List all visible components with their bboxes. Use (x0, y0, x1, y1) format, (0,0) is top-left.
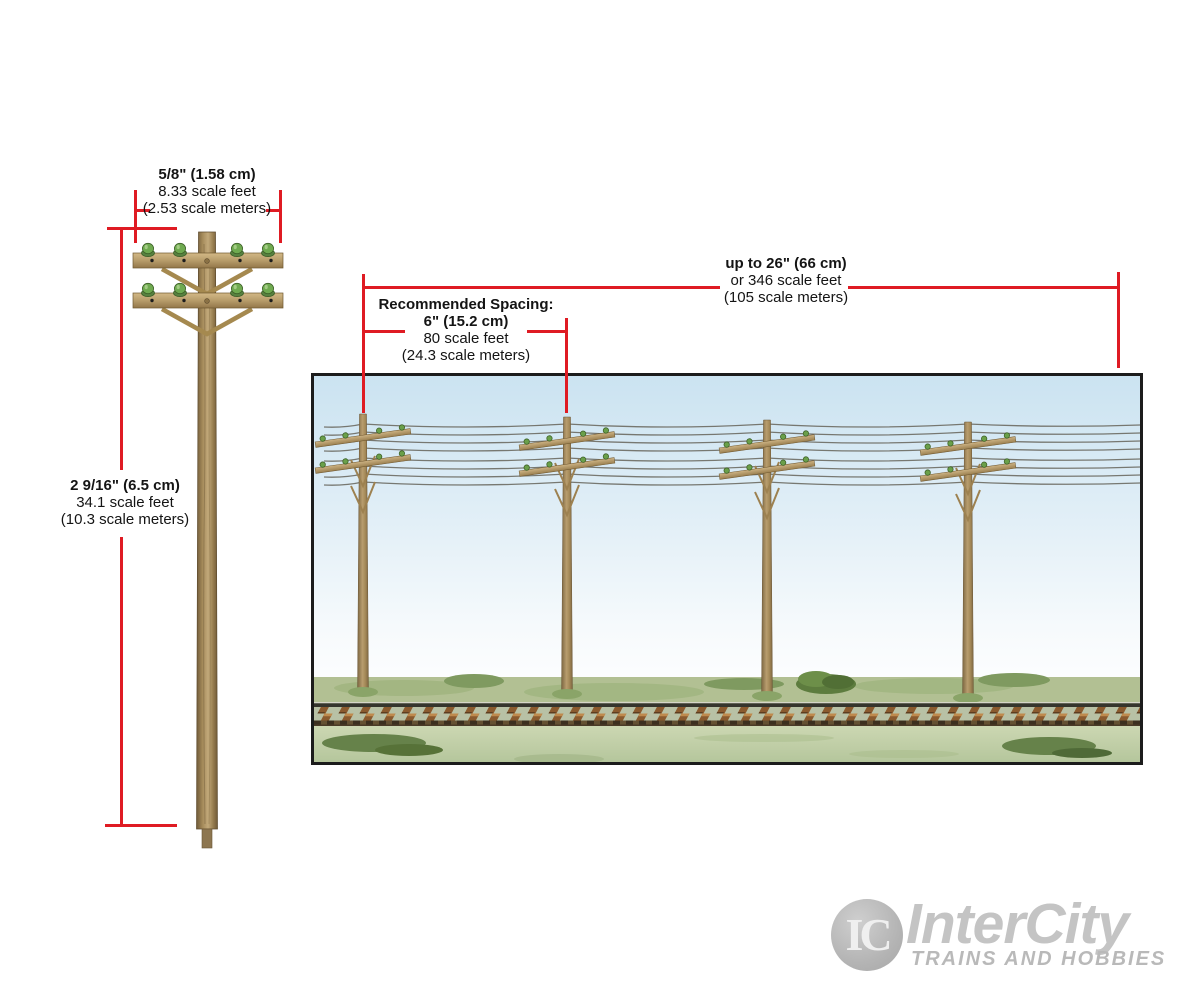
total-span-scale-meters: (105 scale meters) (723, 289, 849, 306)
total-span-inches: up to 26" (66 cm) (725, 255, 847, 272)
dimension-line-span-right (848, 286, 1120, 289)
dimension-line-height-upper (120, 227, 123, 470)
crossarm-width-annotation: 5/8" (1.58 cm) 8.33 scale feet (2.53 sca… (102, 166, 312, 217)
dimension-tick-span-right (1117, 272, 1120, 368)
dimension-line-spacing-left (364, 330, 405, 333)
dimension-tick-spacing-right (565, 318, 568, 413)
dimension-tick-height-top (107, 227, 177, 230)
dimension-line-spacing-right (527, 330, 568, 333)
crossarm-width-inches: 5/8" (1.58 cm) (158, 166, 256, 183)
pole-peg (201, 828, 213, 849)
dimension-line-crossarm-left (134, 209, 150, 212)
pole-height-scale-meters: (10.3 scale meters) (60, 511, 190, 528)
crossarm-brace-lower (160, 307, 254, 337)
pole-height-inches: 2 9/16" (6.5 cm) (70, 477, 180, 494)
crossarm-width-scale-meters: (2.53 scale meters) (142, 200, 272, 217)
spacing-inches: 6" (15.2 cm) (423, 313, 509, 330)
dimension-tick-height-bottom (105, 824, 177, 827)
spacing-scale-meters: (24.3 scale meters) (401, 347, 531, 364)
scene-illustration (311, 373, 1143, 765)
dimension-line-span-left (364, 286, 720, 289)
total-span-scale-feet: or 346 scale feet (730, 272, 842, 289)
dimension-line-crossarm-right (266, 209, 282, 212)
foreground-grass (314, 726, 1140, 762)
crossarm-upper (132, 242, 284, 269)
grass-tufts (348, 687, 983, 703)
spacing-annotation: Recommended Spacing: 6" (15.2 cm) 80 sca… (341, 296, 591, 364)
pole-height-scale-feet: 34.1 scale feet (76, 494, 174, 511)
logo-monogram: IC (845, 908, 892, 960)
pole-trunk (196, 231, 218, 830)
crossarm-lower (132, 282, 284, 309)
dimension-tick-crossarm-left (134, 190, 137, 243)
logo-tagline: TRAINS AND HOBBIES (911, 948, 1167, 970)
bush (796, 671, 856, 694)
logo-brand-name: InterCity (906, 892, 1129, 956)
spacing-scale-feet: 80 scale feet (423, 330, 509, 347)
dimension-line-height-lower (120, 537, 123, 827)
telephone-pole-illustration (132, 231, 284, 849)
dimension-tick-span-left (362, 274, 365, 413)
spacing-title: Recommended Spacing: (378, 296, 554, 313)
crossarm-width-scale-feet: 8.33 scale feet (158, 183, 256, 200)
dimension-tick-crossarm-right (279, 190, 282, 243)
total-span-annotation: up to 26" (66 cm) or 346 scale feet (105… (661, 255, 911, 306)
intercity-logo-icon: IC (831, 899, 903, 971)
railroad-track (314, 702, 1140, 726)
pole-height-annotation: 2 9/16" (6.5 cm) 34.1 scale feet (10.3 s… (35, 477, 215, 528)
